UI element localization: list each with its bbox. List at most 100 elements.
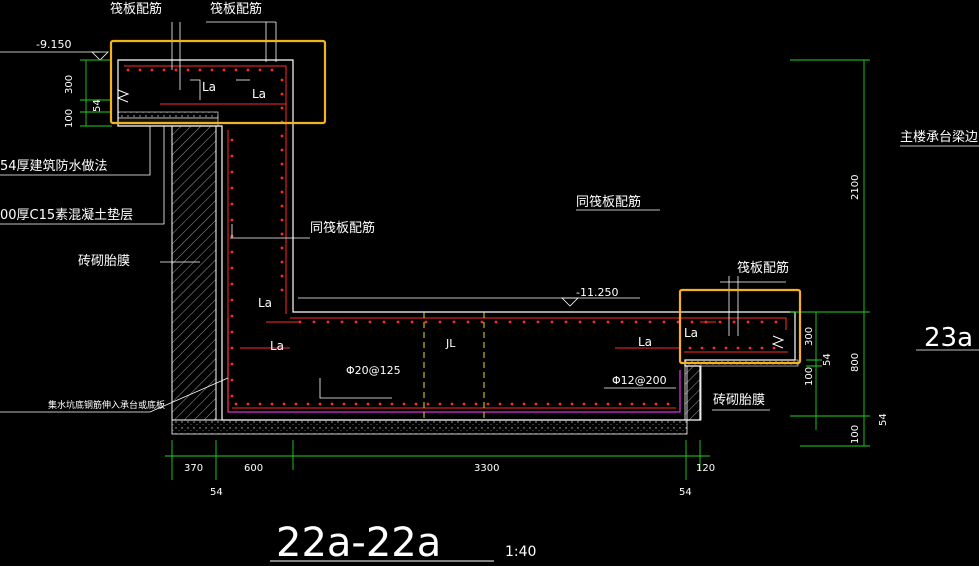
dimension-lines — [80, 59, 870, 480]
rebar-dot — [230, 250, 234, 254]
dim-100-far: 100 — [850, 425, 861, 444]
rebar-dot — [280, 106, 284, 110]
rebar-dot — [280, 92, 284, 96]
rebar-dot — [486, 402, 490, 406]
rebar-dot — [592, 320, 596, 324]
rebar-dot — [258, 68, 262, 72]
rebar-dot — [736, 346, 740, 350]
dim-100-right: 100 — [804, 367, 815, 386]
label-la-6: La — [684, 326, 698, 340]
rebar-dot — [634, 320, 638, 324]
rebar-dot — [342, 402, 346, 406]
rebar-dot — [230, 346, 234, 350]
elev-marker-bottom — [561, 297, 579, 307]
rebar-dot — [318, 402, 322, 406]
rebar-dot — [480, 320, 484, 324]
rebar-dot — [498, 402, 502, 406]
rebar-dot — [760, 320, 764, 324]
rebar-dot — [126, 68, 130, 72]
label-brick-left: 砖砌胎膜 — [78, 254, 130, 269]
rebar-dot — [354, 402, 358, 406]
rebar-dot — [280, 232, 284, 236]
rebar-dot — [534, 402, 538, 406]
rebar-dot — [382, 320, 386, 324]
rebar-dot — [582, 402, 586, 406]
rebar-dot — [280, 288, 284, 292]
label-jl: JL — [445, 337, 456, 350]
rebar-dot — [390, 402, 394, 406]
rebar-dot — [606, 320, 610, 324]
dim-800: 800 — [850, 353, 861, 372]
rebar-dot — [438, 320, 442, 324]
rebar-dot — [340, 320, 344, 324]
rebar-dot — [732, 320, 736, 324]
rebar-dot — [230, 394, 234, 398]
rebar-dot — [230, 330, 234, 334]
rebar-dot — [700, 346, 704, 350]
hook-symbol-right — [771, 335, 785, 349]
rebar-dot — [280, 274, 284, 278]
label-waterproof: 54厚建筑防水做法 — [0, 158, 108, 174]
rebar-dot — [642, 402, 646, 406]
dim-54-bottom-right: 54 — [679, 487, 692, 498]
rebar-dot — [230, 314, 234, 318]
label-note: 集水坑底钢筋伸入承台或底板 — [48, 399, 165, 411]
rebar-dot — [676, 320, 680, 324]
label-cushion: 00厚C15素混凝土垫层 — [0, 207, 133, 223]
label-la-4: La — [270, 339, 284, 353]
elev-marker-top — [91, 51, 109, 61]
dim-370: 370 — [184, 463, 203, 474]
rebar-dot — [718, 320, 722, 324]
highlight-box-left — [109, 39, 327, 125]
rebar-dot — [508, 320, 512, 324]
rebar-dot — [462, 402, 466, 406]
rebar-dot — [654, 402, 658, 406]
rebar-dot — [230, 282, 234, 286]
rebar-dot — [354, 320, 358, 324]
rebar-dot — [186, 68, 190, 72]
dim-600: 600 — [244, 463, 263, 474]
section-title: 22a-22a — [276, 520, 441, 566]
label-la-2: La — [252, 87, 266, 101]
rebar-dot — [688, 346, 692, 350]
label-brick-right: 砖砌胎膜 — [713, 393, 765, 408]
rebar-dot — [246, 68, 250, 72]
rebar-dot — [230, 378, 234, 382]
rebar-dot — [222, 68, 226, 72]
rebar-dot — [174, 68, 178, 72]
rebar-dot — [522, 402, 526, 406]
rebar-dot — [234, 402, 238, 406]
rebar-dot — [620, 320, 624, 324]
rebar-dot — [426, 402, 430, 406]
highlight-box-right — [678, 288, 802, 365]
section-scale: 1:40 — [505, 544, 536, 560]
form-line — [215, 126, 688, 421]
rebar-dot — [280, 260, 284, 264]
rebar-dot — [280, 176, 284, 180]
rebar-dot — [546, 402, 550, 406]
jl-centerlines — [423, 312, 485, 418]
dim-54-right: 54 — [822, 353, 833, 366]
rebar-dot — [270, 68, 274, 72]
rebar-dot — [162, 68, 166, 72]
label-top-rebar-2: 筏板配筋 — [210, 1, 262, 17]
rebar-dot — [494, 320, 498, 324]
rebar-dot — [234, 68, 238, 72]
waterproof-top — [117, 111, 219, 119]
rebar-dot — [280, 162, 284, 166]
rebar-dot — [198, 68, 202, 72]
rebar-dot — [452, 320, 456, 324]
rebar-dot — [230, 266, 234, 270]
rebar-dot — [230, 218, 234, 222]
rebar-dot — [760, 346, 764, 350]
hook-symbol-left — [116, 89, 130, 103]
concrete-outline — [117, 59, 796, 421]
label-elev-bottom: -11.250 — [576, 286, 618, 299]
rebar-dot — [368, 320, 372, 324]
rebar-dot — [414, 402, 418, 406]
rebar-dot — [298, 320, 302, 324]
rebar-dot — [230, 138, 234, 142]
dim-3300: 3300 — [474, 463, 499, 474]
rebar-dot — [724, 346, 728, 350]
rebar-dot — [396, 320, 400, 324]
